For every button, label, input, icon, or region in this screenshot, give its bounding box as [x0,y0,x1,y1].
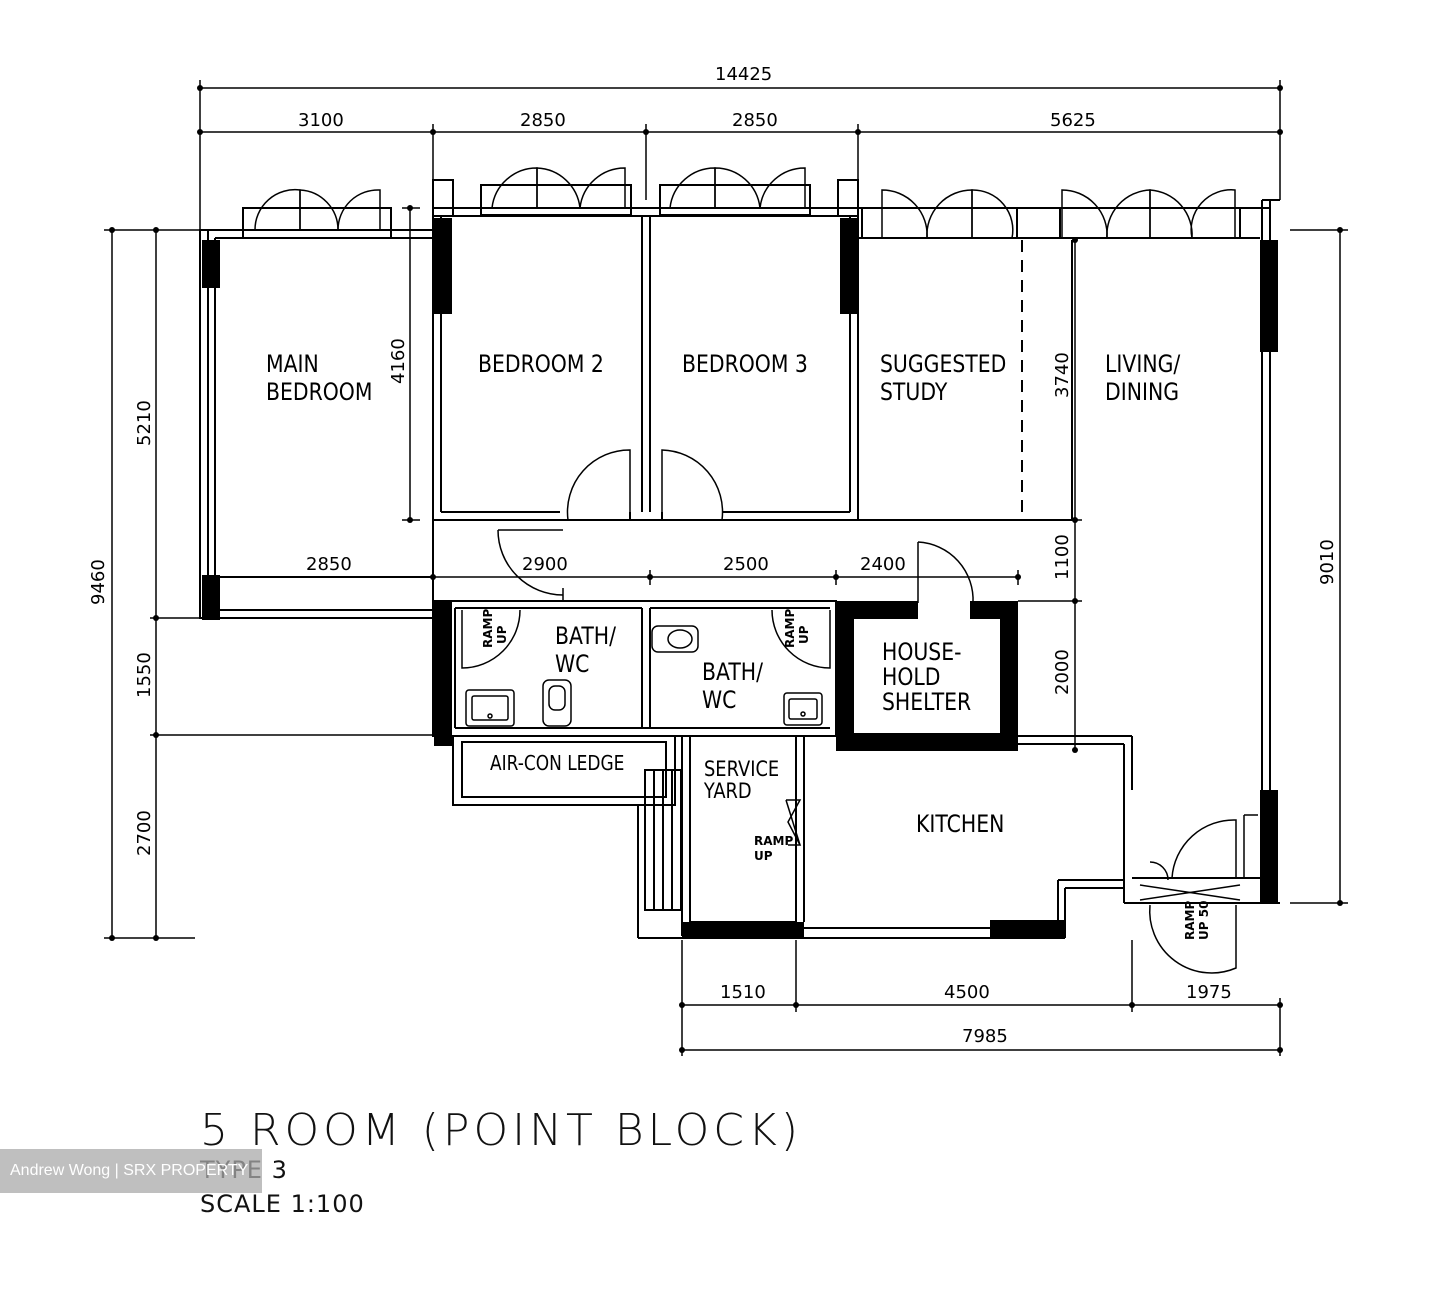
dim-left-2: 1550 [134,652,155,698]
dim-bottom-2: 4500 [944,982,990,1003]
dim-bedroom-height: 4160 [388,338,409,384]
dim-corridor: 1100 [1052,534,1073,580]
watermark-badge: Andrew Wong | SRX PROPERTY [0,1149,262,1193]
room-labels: MAIN BEDROOM BEDROOM 2 BEDROOM 3 SUGGEST… [266,350,1211,940]
label-ramp-service-1: RAMP [754,834,793,848]
dim-bottom-1: 1510 [720,982,766,1003]
label-service-1: SERVICE [704,757,779,782]
label-bedroom-3: BEDROOM 3 [682,350,808,378]
dim-left-total: 9460 [88,559,109,605]
dim-bottom-3: 1975 [1186,982,1232,1003]
label-bath2-1: BATH/ [702,658,763,686]
label-shelter-1: HOUSE- [882,638,962,666]
label-living-2: DINING [1105,378,1179,406]
label-bath1-2: WC [555,650,589,678]
label-ramp-bath2-1: RAMP [783,609,797,648]
label-ramp-bath2-2: UP [797,625,811,644]
label-ramp-service-2: UP [754,849,773,863]
label-bath2-2: WC [702,686,736,714]
wall-blocks [202,218,1278,938]
label-service-2: YARD [703,779,752,804]
dim-mid-1: 2850 [306,554,352,575]
dim-mid-2: 2900 [522,554,568,575]
doors [461,449,1258,974]
label-ramp-entry-1: RAMP [1183,901,1197,940]
fixtures [465,625,823,727]
label-ramp-bath1-1: RAMP [481,609,495,648]
dim-top-3: 2850 [732,110,778,131]
window-arcs [254,167,1236,239]
label-bath1-1: BATH/ [555,622,616,650]
label-shelter-2: HOLD [882,663,940,691]
dim-left-3: 2700 [134,810,155,856]
dim-top-2: 2850 [520,110,566,131]
label-kitchen: KITCHEN [916,810,1004,838]
label-aircon: AIR-CON LEDGE [490,753,624,776]
plan-scale: SCALE 1:100 [200,1190,365,1218]
dim-top-4: 5625 [1050,110,1096,131]
dim-left-1: 5210 [134,400,155,446]
dim-right-total: 9010 [1317,539,1338,585]
label-shelter-3: SHELTER [882,688,971,716]
label-main-bedroom-2: BEDROOM [266,378,372,406]
label-study-1: SUGGESTED [880,350,1006,378]
label-ramp-bath1-2: UP [495,625,509,644]
label-ramp-entry-2: UP 50 [1197,901,1211,940]
label-study-2: STUDY [880,378,948,406]
dim-bottom-total: 7985 [962,1026,1008,1047]
dim-shelter-height: 2000 [1052,649,1073,695]
dimension-labels: 14425 3100 2850 2850 5625 2850 2900 2500… [88,64,1338,1047]
label-main-bedroom-1: MAIN [266,350,319,378]
label-bedroom-2: BEDROOM 2 [478,350,604,378]
dim-overall-width: 14425 [715,64,772,85]
windows [242,179,1241,239]
dim-mid-3: 2500 [723,554,769,575]
dim-mid-4: 2400 [860,554,906,575]
dim-top-1: 3100 [298,110,344,131]
label-living-1: LIVING/ [1105,350,1181,378]
plan-title: 5 ROOM (POINT BLOCK) [200,1105,802,1156]
dim-study-height: 3740 [1052,352,1073,398]
